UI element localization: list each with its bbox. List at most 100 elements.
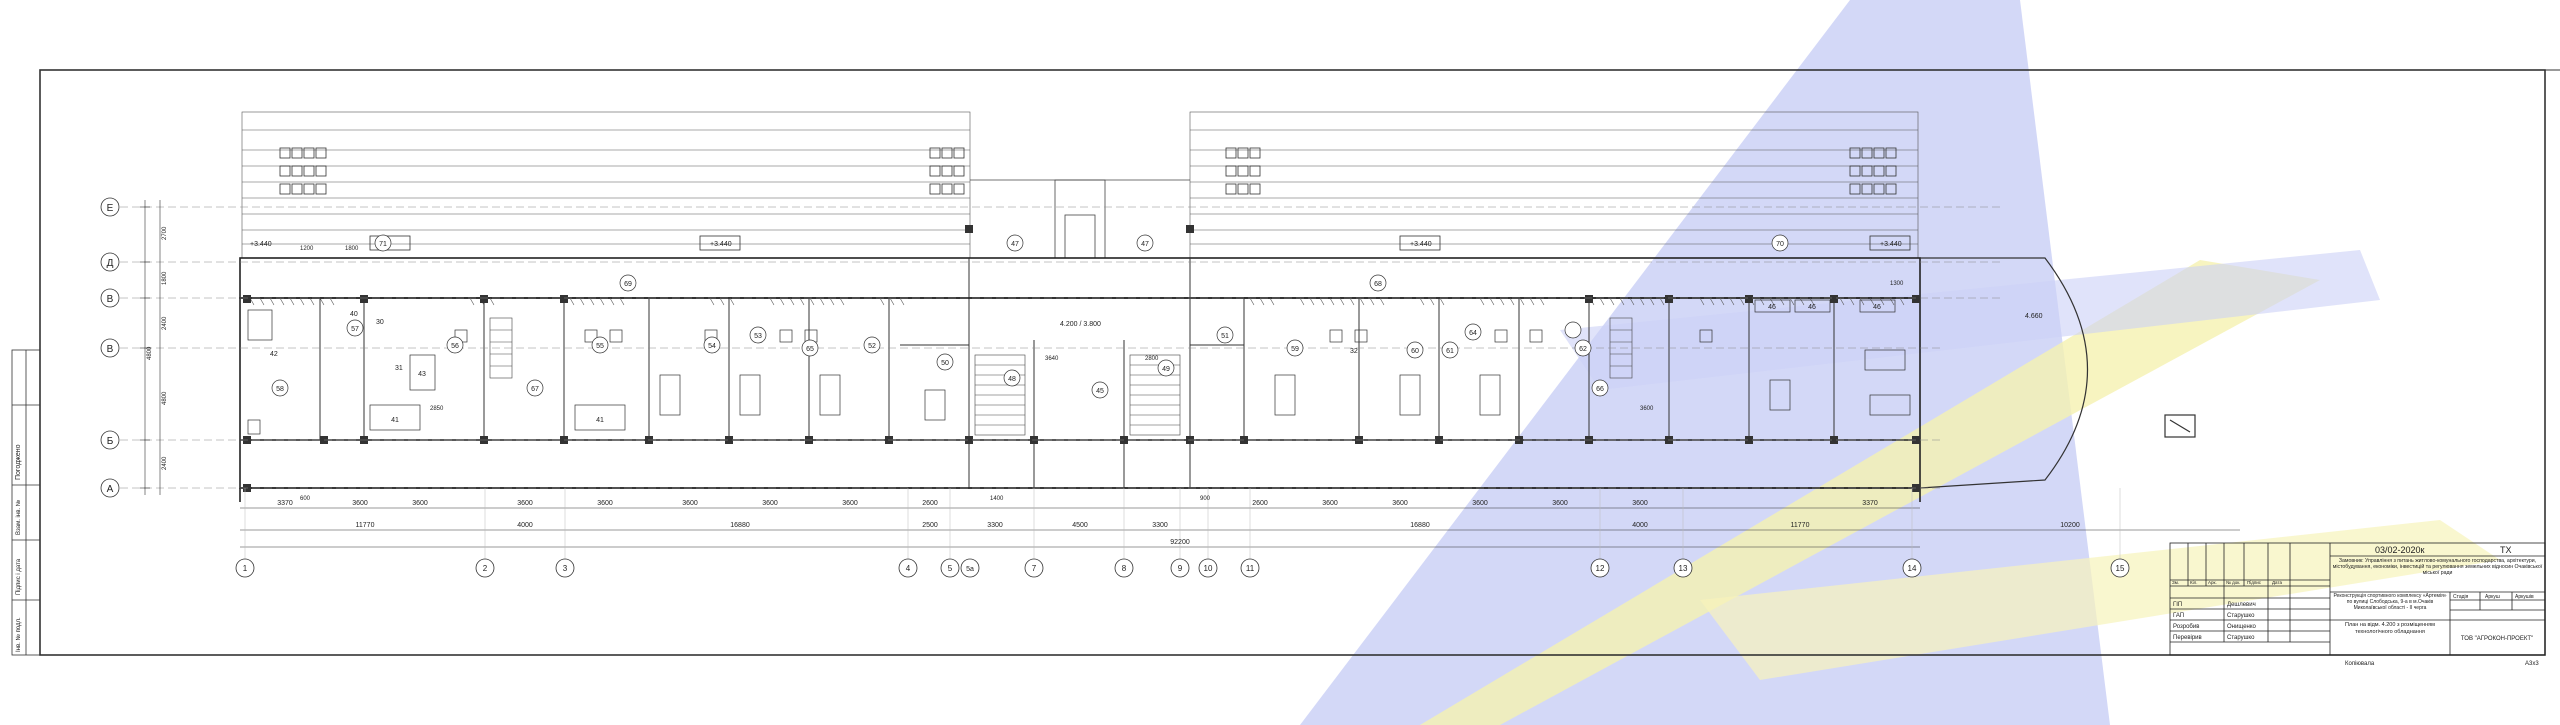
dim-b1-12: 3600 xyxy=(1472,500,1488,507)
central-entry xyxy=(970,179,1190,259)
room-71: 71 xyxy=(379,241,387,248)
room-56: 56 xyxy=(451,343,459,350)
sig-name-3: Старушко xyxy=(2227,635,2255,641)
axis-num-11: 11 xyxy=(1246,564,1255,573)
equip-31: 31 xyxy=(395,365,403,372)
roof-upper-right xyxy=(1189,111,1919,259)
axis-label-V1: В xyxy=(107,294,114,305)
roof-upper-left xyxy=(241,111,971,259)
dim-left-3: 4800 xyxy=(162,391,168,405)
dim-left-1: 1800 xyxy=(162,271,168,285)
left-dimension-chain xyxy=(140,200,161,495)
room-46c: 46 xyxy=(1873,304,1881,311)
sig-col-3: № док. xyxy=(2226,580,2240,585)
axis-num-3: 3 xyxy=(563,564,568,573)
dim-b2-9: 11770 xyxy=(1791,522,1810,529)
room-64: 64 xyxy=(1469,330,1477,337)
stage-header-2: Аркушів xyxy=(2515,594,2534,600)
sheet-title: План на відм. 4.200 з розміщенням технол… xyxy=(2345,622,2435,635)
room-54: 54 xyxy=(708,343,716,350)
sheet-format: А3х3 xyxy=(2525,661,2539,667)
dim-overall: 92200 xyxy=(1170,539,1190,546)
stamp-signature-date: Підпис і дата xyxy=(16,558,22,595)
axis-label-A: А xyxy=(107,484,114,495)
stage-header-0: Стадія xyxy=(2453,594,2469,600)
room-41a: 41 xyxy=(391,417,399,424)
room-70: 70 xyxy=(1776,241,1784,248)
sig-name-0: Дешлевич xyxy=(2227,602,2256,608)
axis-label-B: Б xyxy=(107,436,114,447)
axis-label-D: Д xyxy=(107,258,114,269)
axis-grid-lines xyxy=(120,206,2000,489)
room-51: 51 xyxy=(1221,333,1229,340)
dim-misc-7: 1300 xyxy=(1890,281,1904,287)
equip-32: 32 xyxy=(1350,348,1358,355)
dim-misc-6: 600 xyxy=(300,496,311,502)
dim-misc-3: 2800 xyxy=(1145,356,1159,362)
dim-left-2: 2400 xyxy=(162,316,168,330)
room-55: 55 xyxy=(596,343,604,350)
room-labels: 71 69 68 70 47 47 58 57 56 67 55 54 53 5… xyxy=(270,241,1881,424)
dim-b2-3: 2500 xyxy=(922,522,938,529)
axis-num-10: 10 xyxy=(1204,564,1213,573)
object-text: Реконструкція спортивного комплексу «Арт… xyxy=(2333,593,2447,611)
customer-text: Замовник: Управління з питань житлово-ко… xyxy=(2332,558,2543,576)
wall-hatch xyxy=(249,297,1905,306)
dim-b2-5: 4500 xyxy=(1072,522,1088,529)
room-circles xyxy=(271,234,1789,399)
room-46b: 46 xyxy=(1808,304,1816,311)
dim-b1-10: 3600 xyxy=(1322,500,1338,507)
dim-misc-2: 3640 xyxy=(1045,356,1059,362)
dim-b1-13: 3600 xyxy=(1552,500,1568,507)
axis-number-labels: 1 2 3 4 5 5а 7 8 9 10 11 12 13 14 15 xyxy=(243,564,2125,573)
stamp-inv-number: Інв. № подл. xyxy=(15,617,22,652)
level-4: 4.200 / 3.800 xyxy=(1060,321,1101,328)
company-name: ТОВ "АГРОКОН-ПРОЕКТ" xyxy=(2461,636,2533,642)
partition-walls xyxy=(319,258,1835,488)
dim-misc-9: 3600 xyxy=(1640,406,1654,412)
customer-text-box: Замовник: Управління з питань житлово-ко… xyxy=(2332,558,2543,576)
axis-num-14: 14 xyxy=(1908,564,1917,573)
dim-b2-4: 3300 xyxy=(987,522,1003,529)
axis-number-markers xyxy=(235,558,2130,578)
room-61: 61 xyxy=(1446,348,1454,355)
axis-num-12: 12 xyxy=(1596,564,1605,573)
stamp-replaced-inv: Взам. інв. № xyxy=(15,500,22,535)
room-69: 69 xyxy=(624,281,632,288)
level-2: +3.440 xyxy=(1410,241,1432,248)
axis-letter-markers xyxy=(100,197,120,498)
axis-num-7: 7 xyxy=(1032,564,1037,573)
dim-left-0: 2700 xyxy=(162,226,168,240)
room-57: 57 xyxy=(351,326,359,333)
axis-label-E: Е xyxy=(107,203,114,214)
dim-b2-10: 10200 xyxy=(2060,522,2080,529)
dim-b1-4: 3600 xyxy=(597,500,613,507)
sig-col-0: Зм. xyxy=(2172,580,2179,585)
axis-num-5a: 5а xyxy=(966,566,974,573)
room-67: 67 xyxy=(531,386,539,393)
sig-col-4: Підпис xyxy=(2247,580,2262,585)
dim-b2-8: 4000 xyxy=(1632,522,1648,529)
axis-vertical-lines xyxy=(244,488,2121,560)
dim-misc-8: 2850 xyxy=(430,406,444,412)
watermark-logo xyxy=(1300,0,2500,725)
axis-label-V2: В xyxy=(107,344,114,355)
dim-b1-2: 3600 xyxy=(412,500,428,507)
axis-num-8: 8 xyxy=(1122,564,1127,573)
axis-num-5: 5 xyxy=(948,564,953,573)
axis-num-9: 9 xyxy=(1178,564,1183,573)
sig-role-2: Розробив xyxy=(2173,624,2199,630)
level-3: +3.440 xyxy=(1880,241,1902,248)
dim-b1-8: 2600 xyxy=(922,500,938,507)
stage-header-1: Аркуш xyxy=(2485,594,2500,600)
sig-col-2: Арк. xyxy=(2208,580,2217,585)
sheet-title-box: План на відм. 4.200 з розміщенням технол… xyxy=(2345,622,2435,635)
dim-misc-1: 1800 xyxy=(345,246,359,252)
dim-b1-0: 3370 xyxy=(277,500,293,507)
staircases xyxy=(489,317,1633,436)
dim-b2-2: 16880 xyxy=(730,522,750,529)
dim-b1-7: 3600 xyxy=(842,500,858,507)
axis-num-13: 13 xyxy=(1679,564,1688,573)
level-marks: +3.440 +3.440 +3.440 +3.440 4.200 / 3.80… xyxy=(250,241,2043,328)
